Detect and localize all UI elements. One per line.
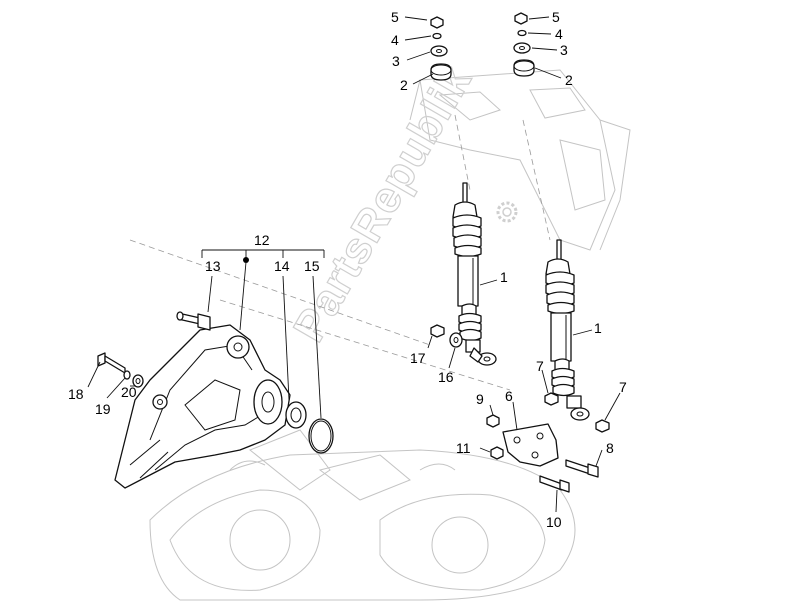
washer-19 bbox=[123, 370, 131, 380]
washer-20 bbox=[132, 374, 144, 388]
callout-4-right: 4 bbox=[555, 26, 563, 42]
nut-7-right bbox=[595, 419, 610, 433]
nut-5-right bbox=[514, 12, 528, 25]
bearing-14 bbox=[285, 401, 307, 429]
bolt-10 bbox=[539, 475, 570, 493]
alignment-lines bbox=[129, 114, 551, 391]
background-frame-ghost bbox=[149, 69, 631, 601]
callout-13: 13 bbox=[205, 258, 221, 274]
bracket-6 bbox=[502, 423, 559, 467]
callout-labels: 5 4 3 2 5 4 3 2 1 1 17 16 7 7 9 6 11 8 1… bbox=[68, 9, 627, 530]
nut-9 bbox=[486, 414, 500, 428]
callout-7-right: 7 bbox=[619, 379, 627, 395]
callout-3-right: 3 bbox=[560, 42, 568, 58]
nut-17 bbox=[430, 324, 445, 338]
watermark-text: PartsRepublik bbox=[284, 58, 481, 350]
callout-19: 19 bbox=[95, 401, 111, 417]
bushing-2-left bbox=[430, 63, 452, 81]
callout-17: 17 bbox=[410, 350, 426, 366]
callout-1-right: 1 bbox=[594, 320, 602, 336]
top-mount-stack-left bbox=[430, 16, 452, 81]
washer-3-right bbox=[513, 42, 531, 54]
washer-3-left bbox=[430, 45, 448, 57]
gear-icon bbox=[496, 201, 518, 223]
bolt-8 bbox=[565, 459, 599, 478]
callout-8: 8 bbox=[606, 440, 614, 456]
stud-13 bbox=[176, 311, 211, 331]
callout-7-left: 7 bbox=[536, 358, 544, 374]
group-bracket-12 bbox=[201, 249, 325, 331]
washer-4-right bbox=[517, 29, 527, 37]
bolt-18 bbox=[97, 352, 126, 374]
leader-lines bbox=[87, 16, 621, 513]
nut-5-left bbox=[430, 16, 444, 29]
watermark: PartsRepublik bbox=[284, 57, 482, 350]
callout-2-left: 2 bbox=[400, 77, 408, 93]
callout-18: 18 bbox=[68, 386, 84, 402]
callout-11: 11 bbox=[456, 440, 471, 456]
callout-4-left: 4 bbox=[391, 32, 399, 48]
callout-12: 12 bbox=[254, 232, 270, 248]
nut-7-left bbox=[544, 392, 559, 406]
shock-absorber-right bbox=[545, 239, 590, 421]
callout-3-left: 3 bbox=[392, 53, 400, 69]
callout-16: 16 bbox=[438, 369, 454, 385]
bushing-2-right bbox=[513, 59, 535, 77]
callout-5-right: 5 bbox=[552, 9, 560, 25]
callout-10: 10 bbox=[546, 514, 562, 530]
callout-5-left: 5 bbox=[391, 9, 399, 25]
callout-15: 15 bbox=[304, 258, 320, 274]
washer-4-left bbox=[432, 32, 442, 40]
callout-2-right: 2 bbox=[565, 72, 573, 88]
washer-16 bbox=[449, 332, 463, 348]
swing-arm-13 bbox=[114, 324, 291, 489]
callout-20: 20 bbox=[121, 384, 137, 400]
nut-11 bbox=[490, 446, 504, 460]
callout-9: 9 bbox=[476, 391, 484, 407]
top-mount-stack-right bbox=[513, 12, 535, 77]
callout-14: 14 bbox=[274, 258, 290, 274]
shock-absorber-left bbox=[452, 182, 497, 366]
circlip-15 bbox=[308, 418, 334, 454]
callout-6: 6 bbox=[505, 388, 513, 404]
callout-1-left: 1 bbox=[500, 269, 508, 285]
